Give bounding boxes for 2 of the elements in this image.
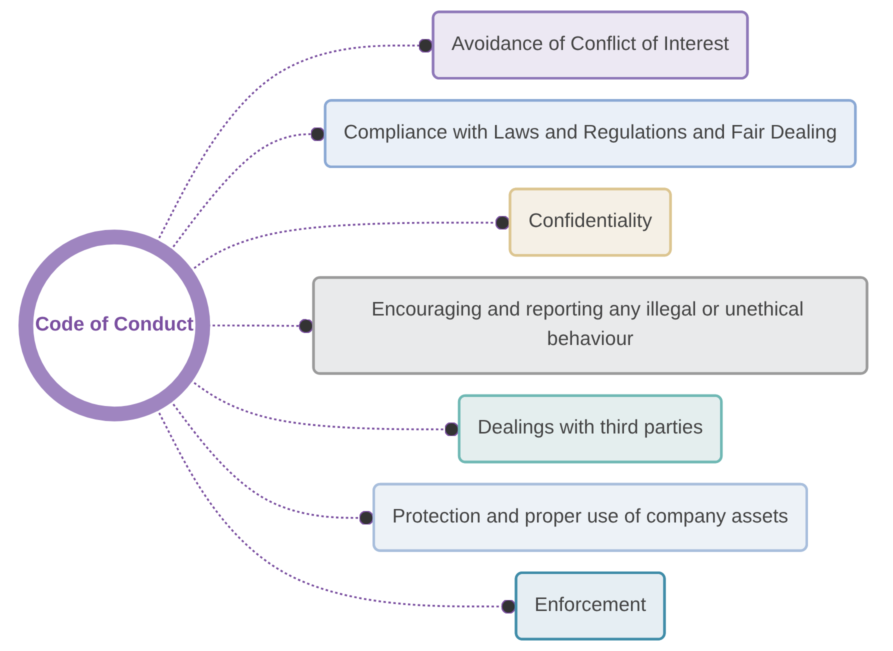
node-circle	[18, 230, 210, 422]
diagram: Code of Conduct Avoidance of Conflict of Interest Compliance with Laws and Regulations and Fair Dealing Confidentiality Encouraging and reporting any illegal or unethical behaviour Dealings with third parties Protection and proper use of company assets Enforcement	[16, 2, 877, 649]
